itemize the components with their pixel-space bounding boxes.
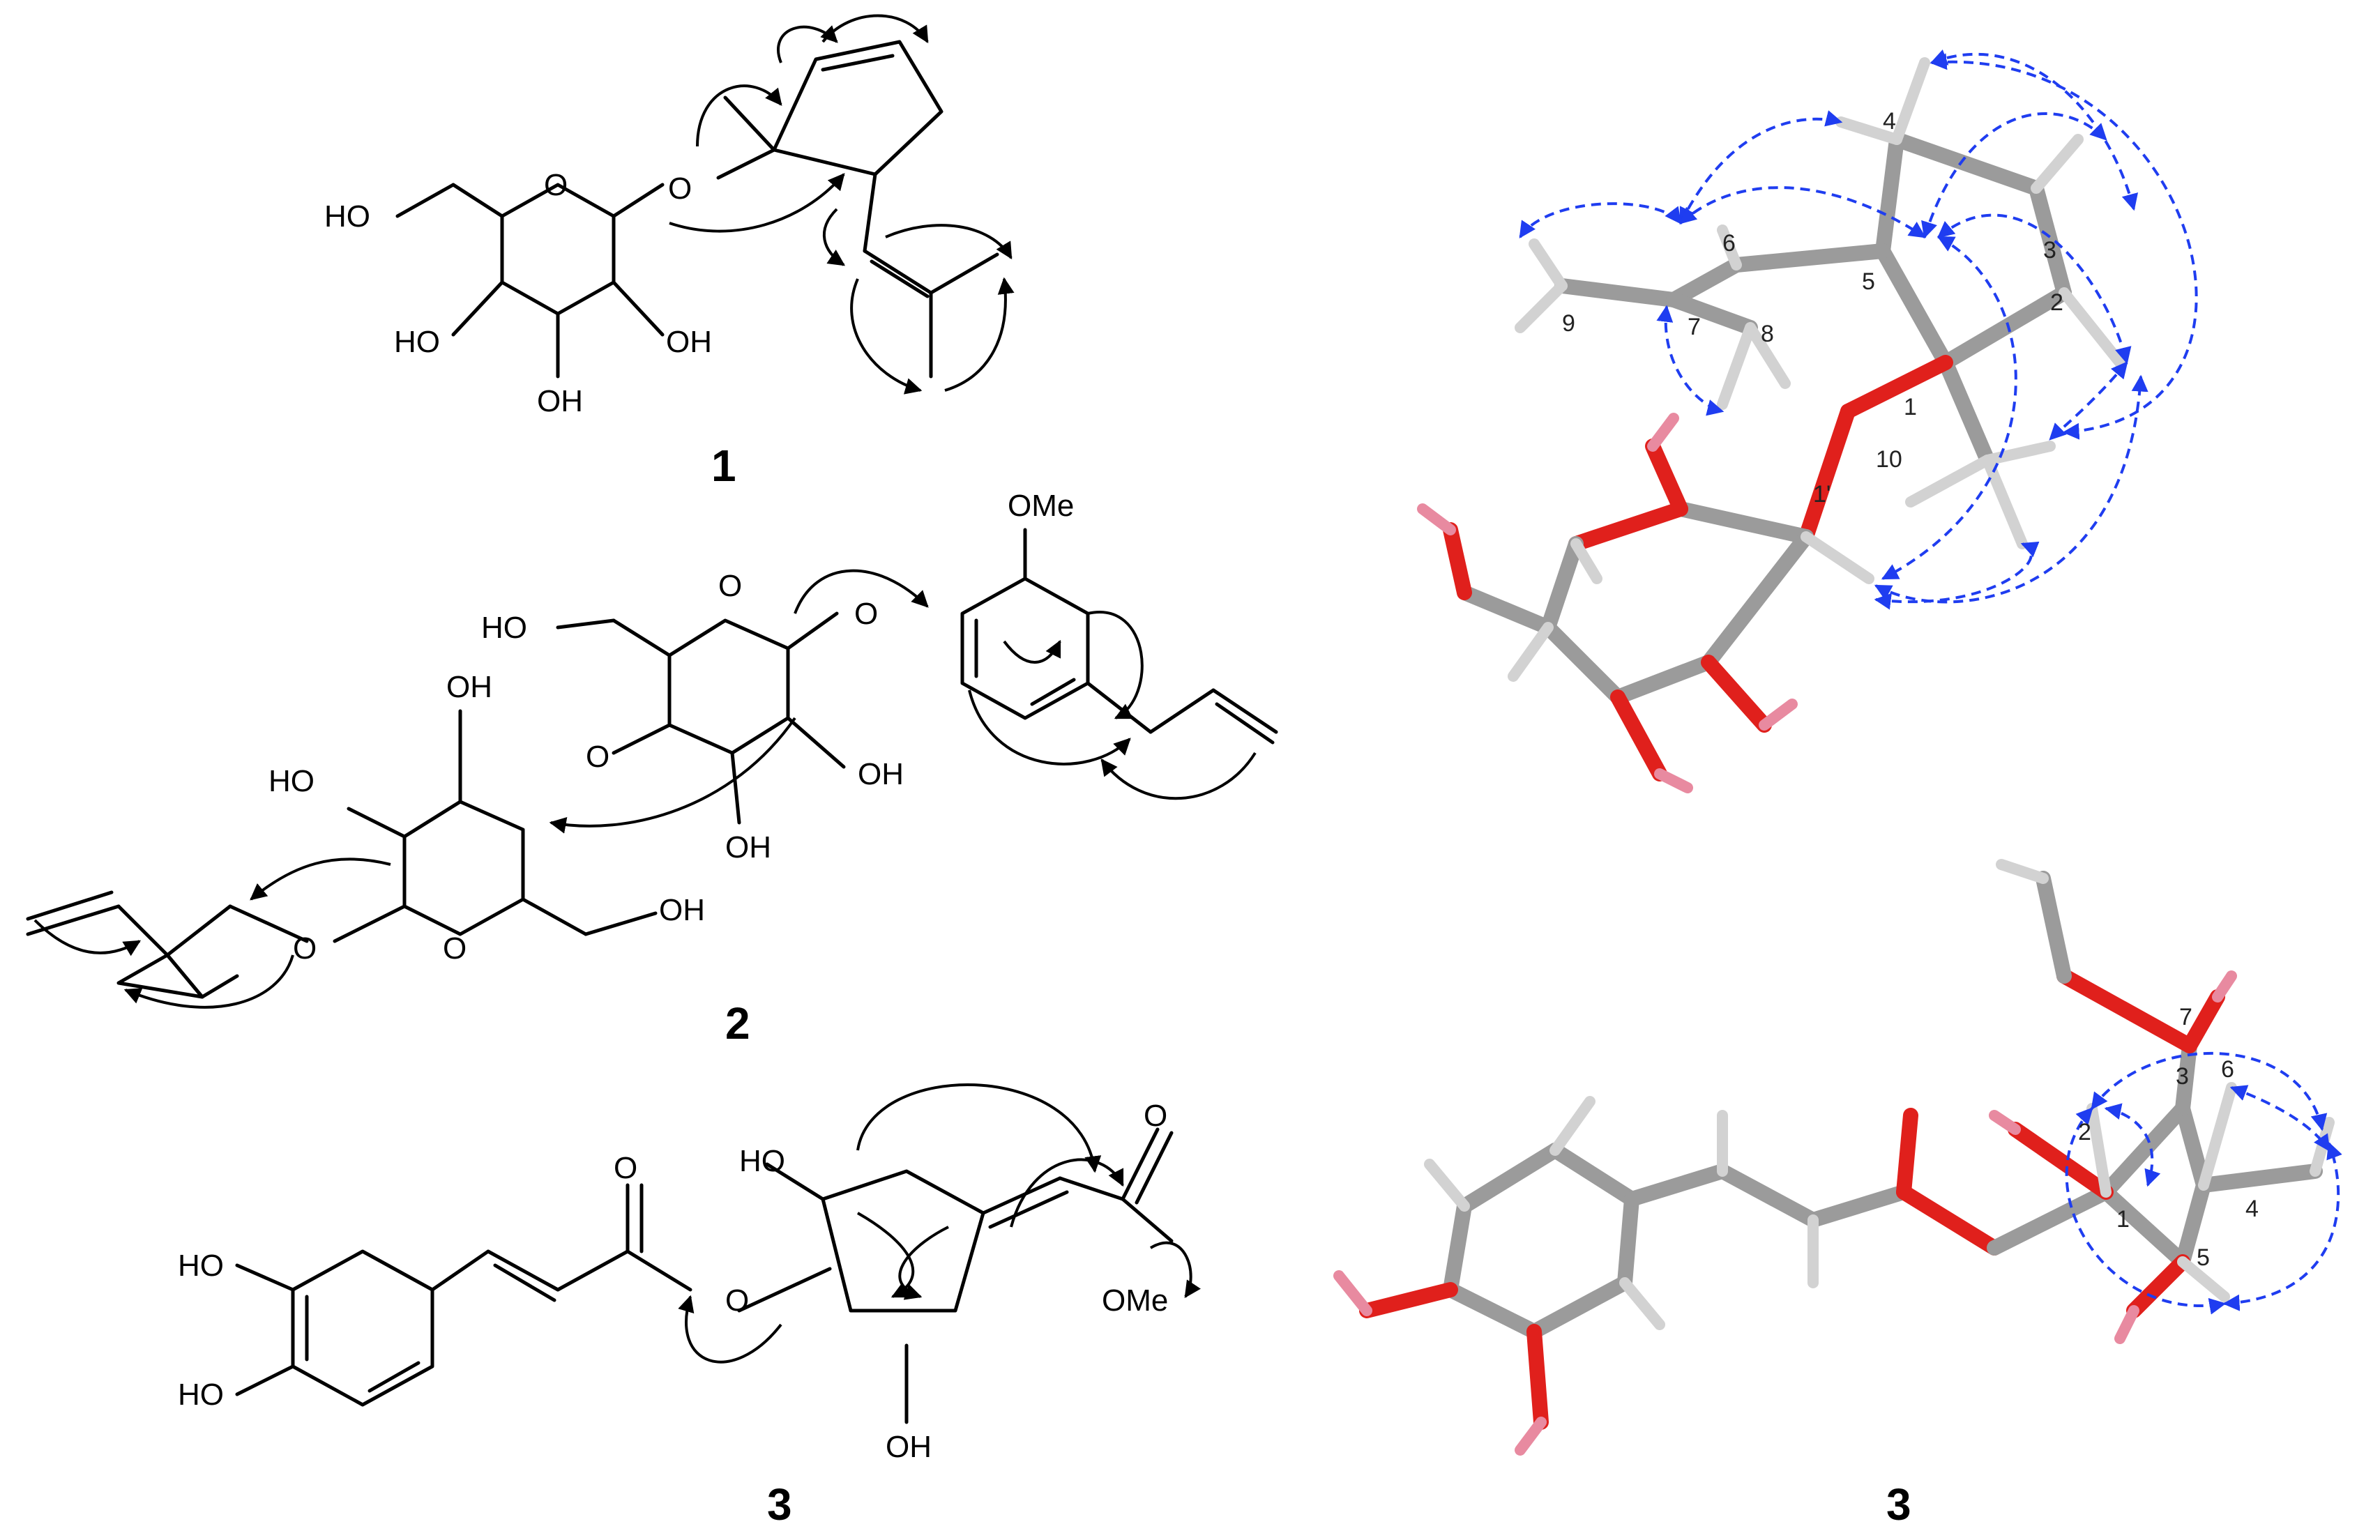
c1-label-glyco-o: O — [668, 171, 692, 206]
m1-atom-2: 2 — [2050, 289, 2063, 316]
c2-label-glyco-o: O — [854, 597, 878, 631]
m1-atom-1prime: 1' — [1813, 481, 1831, 508]
c3-label-ester-carbonyl-o: O — [614, 1151, 637, 1185]
c1-label-oh-c3: OH — [537, 384, 583, 418]
c1-label-oh-c2: OH — [666, 325, 712, 359]
m1-atom-5: 5 — [1862, 268, 1875, 295]
c3-label-ho-meta: HO — [178, 1249, 224, 1283]
c1-label-ho-ch2: HO — [324, 199, 370, 234]
m1-atom-6: 6 — [1722, 230, 1736, 257]
compound-3-structure — [235, 1083, 1201, 1424]
c3-label-ester-o: O — [725, 1283, 749, 1318]
m1-atom-4: 4 — [1883, 108, 1896, 135]
c2-label-oh-right: OH — [858, 757, 904, 791]
c2-label-ho-ch2: HO — [481, 611, 527, 645]
m3-atom-4: 4 — [2245, 1196, 2259, 1222]
m3-atom-7: 7 — [2179, 1004, 2192, 1030]
m3-atom-1: 1 — [2116, 1206, 2130, 1233]
c3-label-ho-quaternary: HO — [739, 1144, 785, 1178]
c2-label-ome: OMe — [1008, 489, 1074, 523]
compound-1-number: 1 — [711, 441, 736, 491]
compound-1-structure — [395, 14, 1015, 395]
c1-label-ring-o: O — [544, 168, 568, 202]
c3-label-methylester-carbonyl-o: O — [1144, 1099, 1167, 1133]
m1-atom-9: 9 — [1562, 310, 1575, 337]
compound-3-number: 3 — [767, 1479, 792, 1530]
c2-label-link-o: O — [586, 740, 609, 774]
m3-atom-6: 6 — [2221, 1056, 2234, 1083]
m1-atom-1: 1 — [1904, 394, 1917, 420]
c2-label-oh-ch2: OH — [659, 893, 705, 927]
m1-atom-8: 8 — [1761, 321, 1774, 347]
m3-atom-5: 5 — [2197, 1244, 2210, 1271]
compound-2-number: 2 — [725, 998, 750, 1049]
model-3-3d-noe — [1333, 859, 2342, 1456]
compound-2-structure — [26, 528, 1278, 1009]
c2-label-glyco-o-lower: O — [293, 931, 317, 966]
c2-label-oh-bottom: OH — [725, 830, 771, 864]
model-1-3d-noe — [1417, 49, 2198, 793]
model-3-number: 3 — [1886, 1479, 1911, 1530]
m1-atom-3: 3 — [2043, 237, 2056, 264]
m1-atom-7: 7 — [1688, 314, 1701, 340]
c2-label-ring-o-upper: O — [718, 569, 742, 603]
c2-label-ho-left: HO — [268, 764, 314, 798]
c2-label-oh-top: OH — [446, 670, 492, 704]
m1-atom-10: 10 — [1876, 446, 1902, 473]
m3-atom-3: 3 — [2176, 1063, 2189, 1090]
c2-label-ring-o-lower: O — [443, 931, 467, 966]
c3-label-ho-para: HO — [178, 1378, 224, 1412]
m3-atom-2: 2 — [2078, 1119, 2091, 1145]
c1-label-ho-c4: HO — [394, 325, 440, 359]
c3-label-oh-bottom: OH — [886, 1430, 932, 1464]
c3-label-ome: OMe — [1102, 1283, 1168, 1318]
